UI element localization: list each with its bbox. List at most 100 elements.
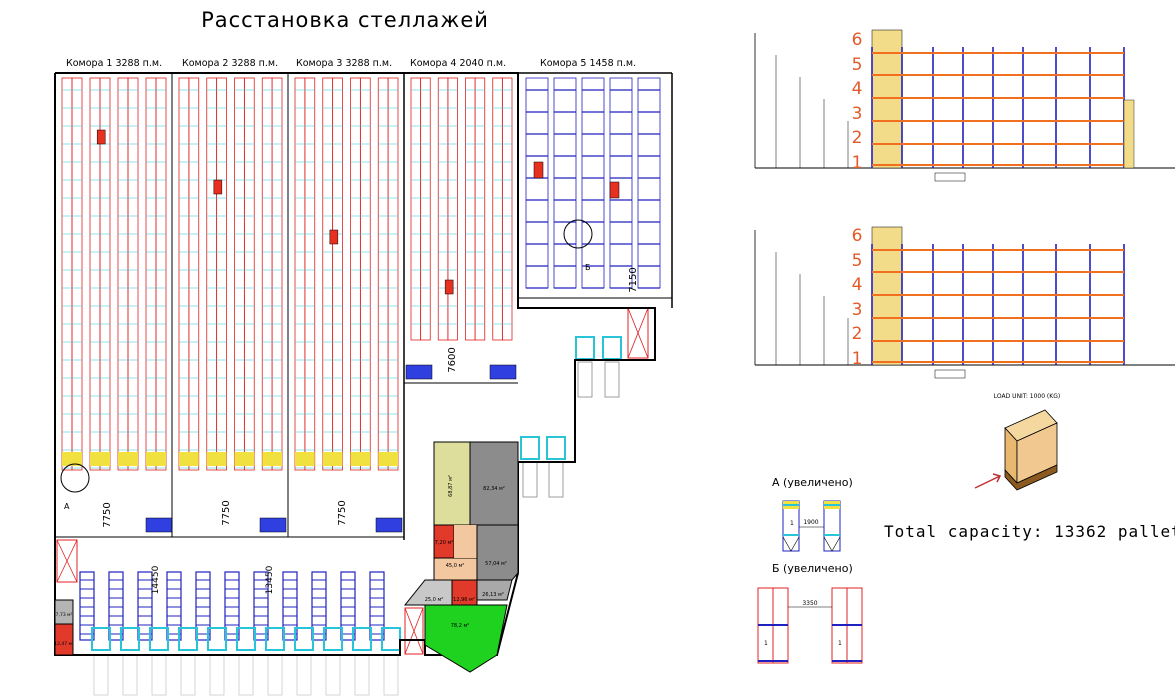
cross-line [404, 607, 424, 655]
zone-12-96-label: 12,96 м² [453, 597, 475, 603]
detail-a-label: 1 [790, 520, 794, 527]
marker-a: A [64, 502, 70, 511]
truck-bay [93, 654, 109, 696]
drive-in-rack [581, 77, 605, 289]
forklift-icon [533, 161, 544, 179]
zone-7-20-label: 7,20 м² [435, 540, 454, 546]
marker-b: Б [585, 263, 591, 272]
drive-in-rack [553, 77, 577, 289]
pallet-rack [79, 571, 95, 641]
zone-7-73 [54, 599, 74, 625]
elevation-2-levels: 6 5 4 3 2 1 [849, 224, 865, 374]
dock-door [323, 627, 343, 651]
elevation-2-structure [754, 226, 1175, 379]
rack-row [234, 77, 245, 471]
dock-door [381, 627, 401, 651]
rack-row [304, 77, 316, 471]
truck-bay [548, 461, 564, 498]
aisle-marking [62, 452, 82, 466]
pallet-rack [311, 571, 327, 641]
rack-row [474, 77, 486, 341]
forklift-icon [213, 179, 223, 195]
pallet-block [489, 364, 517, 380]
rack-row [61, 77, 73, 471]
pallet-rack [340, 571, 356, 641]
dimension-box [934, 172, 966, 182]
rack-row [322, 77, 334, 471]
chamber-label-1: Комора 1 3288 п.м. [66, 58, 163, 69]
dim-7750-3: 7750 [337, 500, 348, 525]
level-1: 1 [851, 152, 863, 173]
detail-a-dim: 1900 [803, 519, 818, 526]
aisle-marking [350, 452, 371, 466]
pallet-block [145, 517, 173, 533]
zone-68 [433, 441, 471, 526]
elevation-1-structure [754, 29, 1175, 182]
rack-row [332, 77, 343, 471]
total-capacity: Total capacity: 13362 pallets [884, 522, 1175, 541]
rack-row [155, 77, 167, 471]
rack-row [350, 77, 361, 471]
rack-row [117, 77, 129, 471]
zone-78 [424, 604, 508, 673]
zone-45-top [454, 525, 477, 558]
pallet-rack [253, 571, 269, 641]
level-3: 3 [851, 103, 863, 124]
zone-7-73-label: 7,73 м² [56, 612, 73, 618]
rack-row [71, 77, 83, 471]
cross-box [56, 539, 78, 583]
pallet-rack [166, 571, 182, 641]
dim-14450: 14450 [151, 565, 161, 594]
forklift-icon [329, 229, 339, 245]
cross-line [627, 307, 649, 359]
zone-12-47-label: 12,47 м² [54, 641, 74, 647]
detail-b-label-left: 1 [764, 640, 768, 647]
pallet-rack [108, 571, 124, 641]
detail-circle-b [563, 219, 593, 249]
dock-door [91, 627, 111, 651]
chamber-label-3: Комора 3 3288 п.м. [296, 58, 393, 69]
aisle-marking [322, 452, 343, 466]
cross-line [56, 539, 78, 583]
pallet-rack [224, 571, 240, 641]
rack-row [145, 77, 157, 471]
truck-bay [151, 654, 167, 696]
level-2: 2 [851, 324, 863, 344]
rack-row [188, 77, 200, 471]
zone-26-label: 26,13 м² [482, 592, 504, 598]
truck-bay [267, 654, 283, 696]
truck-bay [209, 654, 225, 696]
truck-bay [604, 361, 620, 398]
dock-door [178, 627, 198, 651]
level-6: 6 [851, 226, 863, 246]
zone-82-label: 82,34 м² [483, 486, 505, 492]
truck-bay [122, 654, 138, 696]
dock-door [602, 336, 622, 360]
rack-elevation-2 [754, 226, 1175, 379]
aisle-marking [146, 452, 166, 466]
truck-bay [180, 654, 196, 696]
rack-row [492, 77, 503, 341]
forklift-icon [609, 181, 620, 199]
dock-door [352, 627, 372, 651]
zone-12-47 [54, 623, 74, 656]
dim-13450: 13450 [265, 565, 275, 594]
dock-door [207, 627, 227, 651]
truck-bay [522, 461, 538, 498]
rack-elevation-1 [754, 29, 1175, 182]
rack-row [271, 77, 283, 471]
aisle-marking [206, 452, 227, 466]
dock-door [546, 436, 566, 460]
truck-bay [354, 654, 370, 696]
cross-box [404, 607, 424, 655]
load-unit-label: LOAD UNIT: 1000 (KG) [994, 393, 1060, 400]
aisle-marking [295, 452, 315, 466]
rack-row [261, 77, 273, 471]
rack-row [377, 77, 389, 471]
chamber-label-4: Комора 4 2040 п.м. [410, 58, 507, 69]
rack-row [465, 77, 476, 341]
forklift-icon [444, 279, 454, 295]
rack-row [420, 77, 431, 341]
rack-row [243, 77, 255, 471]
dock-door [294, 627, 314, 651]
